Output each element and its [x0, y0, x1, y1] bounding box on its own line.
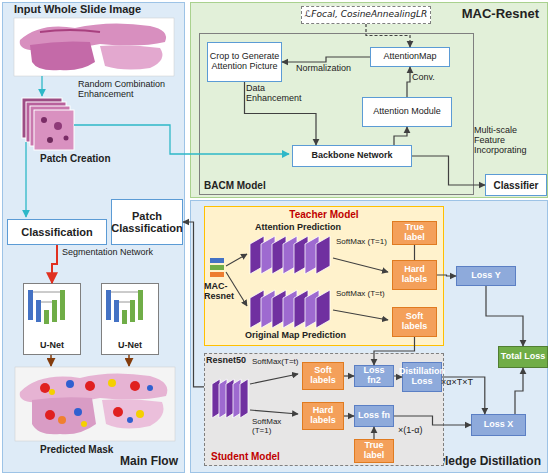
edge-label: ×α×T×T [441, 378, 483, 388]
node-text: Loss fn2 [356, 366, 392, 386]
label-box: Soft labels [392, 307, 437, 337]
loss-box: Distillation Loss [402, 362, 442, 392]
text-label: Segmentation Network [62, 248, 172, 258]
text-label: Patch Creation [40, 153, 120, 164]
process-box: Classifier [485, 174, 547, 196]
text-label: Random Combination Enhancement [78, 80, 182, 100]
node-text: Attention Module [373, 107, 441, 117]
node-text: Distillation Loss [399, 367, 445, 387]
node-text: Hard labels [304, 406, 342, 426]
node-text: Student Model [211, 451, 280, 462]
node-text: Soft labels [304, 366, 342, 386]
node-text: Soft labels [394, 312, 435, 332]
node-text: True label [394, 223, 435, 243]
text-label: SoftMax (T=1) [336, 238, 388, 247]
label-box: Soft labels [302, 362, 344, 390]
loss-note-box: ℒFocal, CosineAnnealingLR [301, 6, 431, 24]
process-box: Backbone Network [292, 145, 412, 167]
text-label: Predicted Mask [40, 444, 140, 455]
node-text: U-Net [24, 341, 80, 351]
edge-label: Data Enhancement [246, 84, 306, 104]
text-label: SoftMax (T=t) [336, 290, 388, 299]
node-text: MAC-Resnet [462, 7, 539, 21]
edge-label: Conv. [412, 73, 442, 83]
node-text: Loss Y [471, 271, 500, 281]
text-label: Attention Prediction [255, 223, 365, 233]
text-label: Normalization [296, 64, 358, 74]
node-text: Crop to Generate Attention Picture [209, 52, 280, 72]
loss-box: Loss fn [354, 405, 394, 427]
node-text: True label [356, 441, 392, 461]
label-box: Hard labels [392, 260, 437, 290]
text-label: Resnet50 [206, 356, 256, 366]
loss-box: Loss Y [456, 266, 516, 286]
loss-box: Total Loss [498, 346, 548, 368]
node-text: Classification [21, 226, 93, 238]
node-text: Teacher Model [205, 209, 443, 220]
node-text: Loss X [484, 420, 514, 430]
process-box: Classification [7, 219, 107, 245]
model-panel: MAC-Resnet ℒFocal, CosineAnnealingLR BACM … [190, 2, 548, 198]
edge-label: ×(1-α) [398, 426, 438, 436]
label-box: Hard labels [302, 402, 344, 430]
network-box: U-Net [23, 283, 81, 355]
text-label: SoftMax(T=t) [252, 358, 300, 367]
process-box: Crop to Generate Attention Picture [207, 42, 282, 82]
loss-box: Loss fn2 [354, 365, 394, 387]
label-box: True label [354, 439, 394, 463]
label-box: True label [392, 221, 437, 245]
group-box: BACM Model Crop to Generate Attention Pic… [199, 33, 474, 195]
text-label: Input Whole Slide Image [14, 3, 184, 15]
node-text: ℒFocal, CosineAnnealingLR [305, 10, 427, 20]
node-text: Main Flow [120, 455, 178, 468]
student-box: Student Model Soft labels Loss fn2 Distilla… [204, 353, 444, 466]
process-box: Patch Classification [111, 199, 183, 245]
node-text: Loss fn [358, 411, 390, 421]
main-flow-panel: Main Flow Classification Patch Classificat… [2, 2, 185, 473]
node-text: U-Net [102, 341, 158, 351]
text-label: Original Map Prediction [245, 331, 375, 341]
node-text: Hard labels [394, 265, 435, 285]
node-text: BACM Model [204, 180, 266, 191]
process-box: Attention Module [362, 97, 452, 127]
node-text: Backbone Network [311, 151, 392, 161]
node-text: Total Loss [501, 352, 545, 362]
node-text: Patch Classification [111, 210, 183, 234]
text-label: MAC-Resnet [204, 282, 254, 302]
text-label: SoftMax (T=1) [252, 418, 300, 436]
node-text: Classifier [493, 180, 538, 191]
edge-label: Multi-scale Feature Incorporating [474, 126, 548, 156]
node-text: AttentionMap [383, 52, 436, 62]
process-box: AttentionMap [370, 47, 450, 67]
network-box: U-Net [101, 283, 159, 355]
loss-box: Loss X [471, 414, 526, 436]
